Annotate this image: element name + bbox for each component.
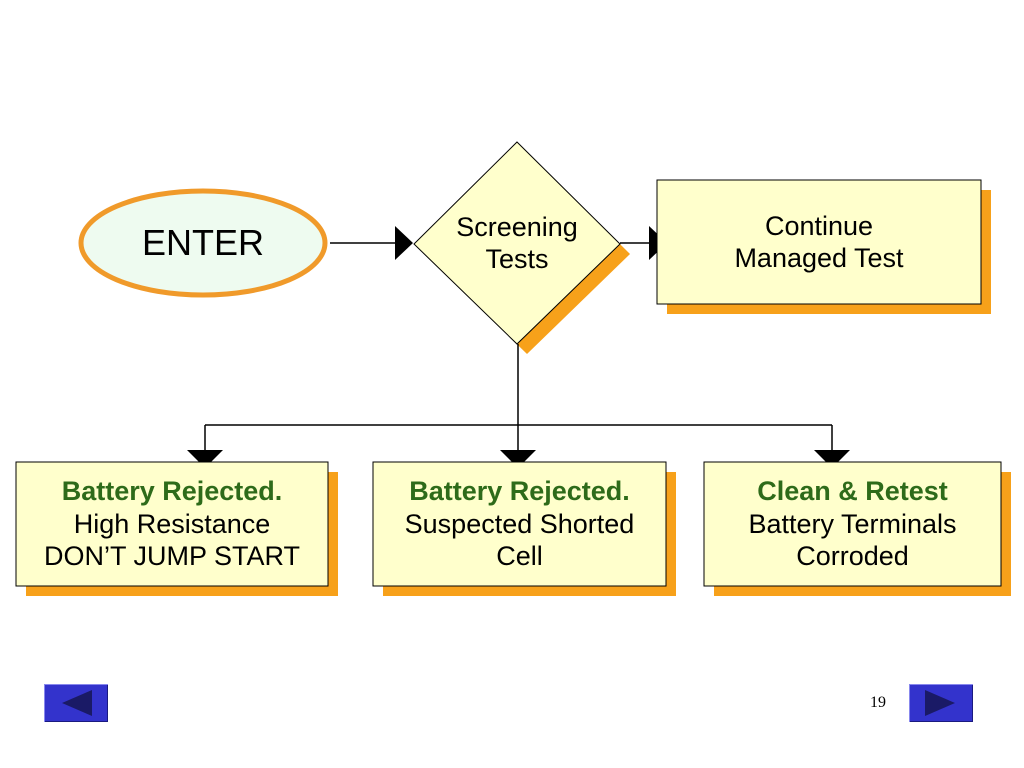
enter-label: ENTER bbox=[81, 191, 325, 295]
outcome-line: Battery Terminals bbox=[748, 508, 957, 539]
outcome-box-2 bbox=[372, 461, 667, 587]
continue-box bbox=[656, 179, 982, 305]
decision-diamond bbox=[413, 141, 621, 345]
decision-line-1: Screening bbox=[456, 211, 578, 242]
outcome-label-3: Clean & Retest Battery Terminals Corrode… bbox=[704, 462, 1001, 586]
arrowhead-down-icon bbox=[187, 450, 223, 468]
decision-line-2: Tests bbox=[485, 244, 549, 274]
outcome-line: Cell bbox=[496, 541, 543, 572]
outcome-title: Clean & Retest bbox=[757, 476, 948, 507]
right-triangle-icon bbox=[925, 690, 955, 716]
continue-label: Continue Managed Test bbox=[657, 180, 981, 304]
prev-slide-button[interactable] bbox=[44, 684, 108, 722]
arrowhead-right-icon bbox=[395, 226, 413, 260]
continue-line-2: Managed Test bbox=[734, 243, 904, 273]
outcome-title: Battery Rejected. bbox=[61, 476, 283, 507]
outcome-box-1 bbox=[15, 461, 329, 587]
outcome-line: High Resistance bbox=[73, 508, 271, 539]
outcome-label-2: Battery Rejected. Suspected Shorted Cell bbox=[373, 462, 666, 586]
outcome-label-1: Battery Rejected. High Resistance DON’T … bbox=[16, 462, 328, 586]
outcome-line: DON’T JUMP START bbox=[43, 541, 301, 572]
next-slide-button[interactable] bbox=[909, 684, 973, 722]
left-triangle-icon bbox=[62, 690, 92, 716]
outcome-line: Corroded bbox=[796, 541, 909, 572]
enter-text: ENTER bbox=[141, 222, 264, 264]
decision-label: Screening Tests bbox=[434, 204, 600, 282]
outcome-line: Suspected Shorted bbox=[404, 508, 635, 539]
outcome-title: Battery Rejected. bbox=[409, 476, 630, 507]
outcome-box-3 bbox=[703, 461, 1002, 587]
page-number: 19 bbox=[870, 694, 886, 711]
enter-ellipse bbox=[78, 188, 328, 298]
arrowhead-down-icon bbox=[500, 450, 536, 468]
arrowhead-down-icon bbox=[814, 450, 850, 468]
continue-line-1: Continue bbox=[764, 210, 874, 241]
